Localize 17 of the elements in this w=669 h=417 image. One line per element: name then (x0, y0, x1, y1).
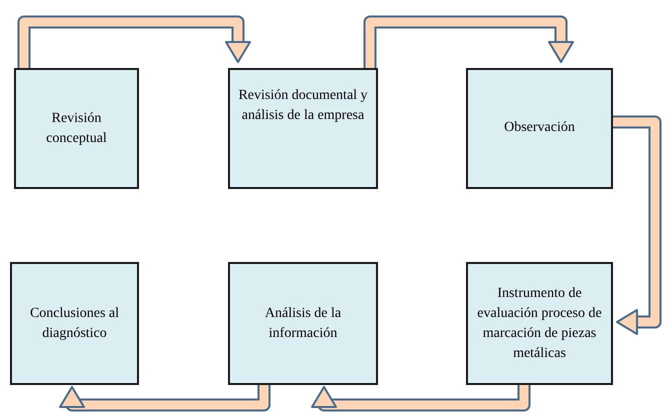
box-label: Revisión conceptual (45, 110, 108, 148)
box-label: Observación (504, 119, 575, 137)
process-box (466, 262, 613, 385)
box-label: Conclusiones al diagnóstico (28, 304, 120, 342)
process-box (228, 262, 378, 385)
process-box (466, 68, 613, 189)
box-label: Revisión documental y análisis de la empresa (238, 87, 368, 125)
curved-arrow (311, 385, 530, 412)
box-label: Instrumento de evaluación proceso de marcación de piezas metálicas (476, 284, 603, 362)
curved-arrow (364, 16, 574, 68)
process-box (14, 68, 139, 189)
process-box (228, 68, 378, 189)
curved-arrow (59, 385, 270, 412)
curved-arrow (18, 16, 251, 68)
process-box (10, 262, 139, 385)
box-label: Análisis de la información (264, 304, 342, 342)
curved-arrow (613, 116, 662, 335)
